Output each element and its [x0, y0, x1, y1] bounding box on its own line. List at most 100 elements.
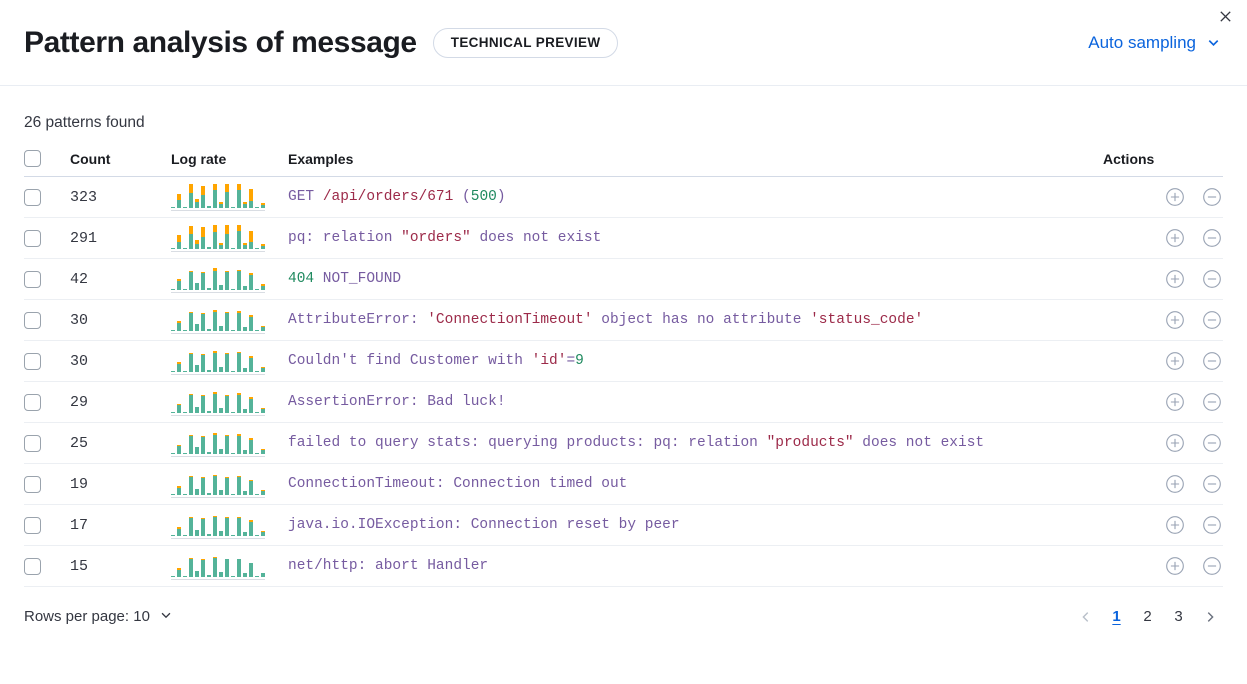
plus-in-circle-icon[interactable]	[1164, 555, 1186, 577]
close-icon[interactable]	[1211, 2, 1239, 30]
pagination-page-3[interactable]: 3	[1174, 608, 1183, 625]
row-actions-cell	[1103, 504, 1223, 546]
log-rate-cell	[171, 176, 288, 218]
sparkline-bar-segment-primary	[207, 411, 211, 413]
row-checkbox[interactable]	[24, 311, 41, 329]
sparkline-bar	[183, 224, 187, 249]
sparkline-bar-segment-primary	[201, 436, 205, 454]
row-checkbox[interactable]	[24, 188, 41, 206]
sparkline-bar-segment-primary	[195, 282, 199, 290]
minus-in-circle-icon[interactable]	[1201, 350, 1223, 372]
plus-in-circle-icon[interactable]	[1164, 309, 1186, 331]
pagination-next-button[interactable]	[1196, 603, 1223, 630]
sparkline-bar	[189, 224, 193, 249]
sparkline-bar-segment-primary	[261, 286, 265, 290]
plus-in-circle-icon[interactable]	[1164, 514, 1186, 536]
sparkline-bar	[195, 265, 199, 290]
minus-in-circle-icon[interactable]	[1201, 186, 1223, 208]
row-checkbox[interactable]	[24, 352, 41, 370]
select-all-checkbox[interactable]	[24, 150, 41, 167]
row-checkbox[interactable]	[24, 516, 41, 534]
row-checkbox[interactable]	[24, 557, 41, 575]
minus-in-circle-icon[interactable]	[1201, 432, 1223, 454]
minus-in-circle-icon[interactable]	[1201, 309, 1223, 331]
sparkline-bar-segment-primary	[177, 405, 181, 413]
sparkline-bar-segment-primary	[195, 365, 199, 372]
sparkline-bar	[231, 224, 235, 249]
sparkline-bar	[207, 347, 211, 372]
log-rate-sparkline	[171, 470, 265, 498]
pagination-page-1[interactable]: 1	[1112, 608, 1121, 625]
sparkline-bar-segment-primary	[249, 275, 253, 290]
sparkline-bar	[201, 511, 205, 536]
auto-sampling-control[interactable]: Auto sampling	[1088, 33, 1223, 53]
sparkline-bar	[195, 306, 199, 331]
sparkline-bar	[237, 470, 241, 495]
plus-in-circle-icon[interactable]	[1164, 391, 1186, 413]
column-header-count[interactable]: Count	[70, 150, 171, 177]
pagination-prev-button[interactable]	[1072, 603, 1099, 630]
sparkline-bar-segment-primary	[261, 532, 265, 536]
sparkline-bar	[177, 388, 181, 413]
row-checkbox[interactable]	[24, 434, 41, 452]
column-header-log-rate[interactable]: Log rate	[171, 150, 288, 177]
sparkline-bar-segment-secondary	[237, 311, 241, 313]
sparkline-bar-segment-primary	[225, 192, 229, 208]
row-checkbox[interactable]	[24, 270, 41, 288]
sparkline-bar	[243, 470, 247, 495]
sparkline-bar-segment-primary	[255, 248, 259, 249]
sparkline-bar-segment-primary	[255, 576, 259, 577]
sparkline-bar-segment-primary	[219, 203, 223, 208]
sparkline-bar-segment-primary	[177, 200, 181, 208]
minus-in-circle-icon[interactable]	[1201, 227, 1223, 249]
row-checkbox[interactable]	[24, 475, 41, 493]
minus-in-circle-icon[interactable]	[1201, 555, 1223, 577]
sparkline-bar-segment-primary	[225, 271, 229, 290]
sparkline-bar-segment-primary	[171, 535, 175, 536]
sparkline-bar-segment-primary	[249, 316, 253, 331]
log-rate-cell	[171, 545, 288, 587]
sparkline-bar	[201, 347, 205, 372]
sparkline-bar-segment-secondary	[249, 314, 253, 317]
sparkline-bar	[249, 429, 253, 454]
sparkline-bar-segment-primary	[231, 412, 235, 413]
row-select-cell	[24, 258, 70, 300]
column-header-examples[interactable]: Examples	[288, 150, 1103, 177]
plus-in-circle-icon[interactable]	[1164, 473, 1186, 495]
pagination-page-2[interactable]: 2	[1143, 608, 1152, 625]
sparkline-bar	[213, 552, 217, 577]
sparkline-bar-segment-primary	[207, 370, 211, 372]
row-checkbox[interactable]	[24, 229, 41, 247]
row-actions-cell	[1103, 381, 1223, 423]
minus-in-circle-icon[interactable]	[1201, 391, 1223, 413]
sparkline-bar-segment-primary	[231, 330, 235, 331]
sparkline-bar-segment-secondary	[237, 434, 241, 436]
minus-in-circle-icon[interactable]	[1201, 514, 1223, 536]
plus-in-circle-icon[interactable]	[1164, 227, 1186, 249]
rows-per-page-selector[interactable]: Rows per page: 10	[12, 608, 173, 626]
page-title: Pattern analysis of message	[24, 25, 417, 59]
sparkline-bar-segment-primary	[183, 535, 187, 536]
minus-in-circle-icon[interactable]	[1201, 473, 1223, 495]
plus-in-circle-icon[interactable]	[1164, 268, 1186, 290]
sparkline-bar-segment-primary	[243, 204, 247, 208]
row-select-cell	[24, 176, 70, 218]
sparkline-bar-segment-secondary	[225, 476, 229, 478]
sparkline-bar-segment-primary	[255, 494, 259, 495]
minus-in-circle-icon[interactable]	[1201, 268, 1223, 290]
plus-in-circle-icon[interactable]	[1164, 350, 1186, 372]
row-checkbox[interactable]	[24, 393, 41, 411]
plus-in-circle-icon[interactable]	[1164, 432, 1186, 454]
plus-in-circle-icon[interactable]	[1164, 186, 1186, 208]
sparkline-bar-segment-primary	[261, 491, 265, 495]
